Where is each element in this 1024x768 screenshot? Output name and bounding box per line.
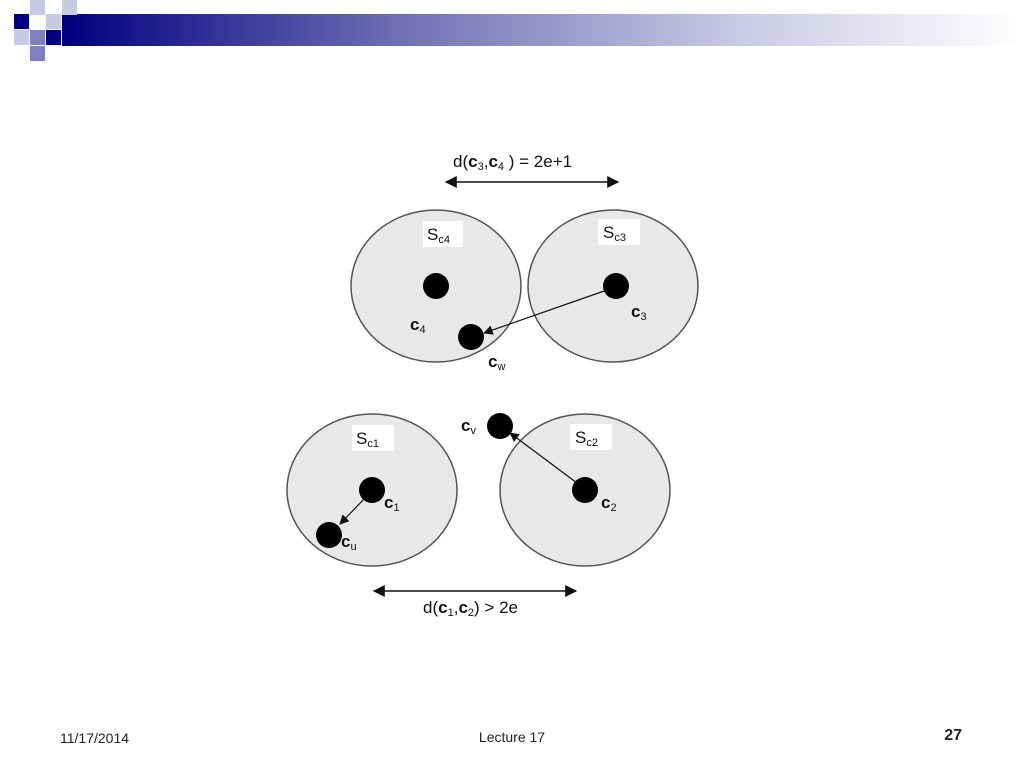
node-cu [316, 522, 342, 548]
arrow-c1-to-cu [339, 497, 366, 525]
set-label-c3: Sc3 [603, 223, 626, 244]
set-label-c4: Sc4 [427, 225, 450, 246]
node-c2 [572, 477, 598, 503]
set-label-c1: Sc1 [356, 429, 379, 450]
set-label-c2: Sc2 [575, 428, 598, 449]
node-label-c1: c1 [384, 493, 400, 514]
banner-square [14, 14, 29, 29]
banner-gradient-bar [62, 14, 1024, 46]
banner-square [30, 30, 45, 45]
node-label-c3: c3 [631, 302, 647, 323]
set-label-box-c3 [598, 219, 640, 245]
node-label-cv: cv [461, 416, 476, 437]
page-number: 27 [944, 727, 962, 744]
top-distance-label: d(c3,c4 ) = 2e+1 [453, 152, 572, 173]
banner-square [14, 30, 29, 45]
header-banner [14, 0, 1024, 61]
bottom-distance-label: d(c1,c2) > 2e [423, 598, 518, 619]
arrow-c2-to-cv [509, 432, 578, 484]
node-label-cw: cw [488, 352, 505, 373]
node-c1 [359, 477, 385, 503]
banner-square [46, 14, 61, 29]
banner-square [62, 0, 77, 15]
node-label-c2: c2 [601, 493, 617, 514]
arrow-c3-to-cw [483, 289, 608, 335]
banner-square [30, 0, 45, 15]
node-label-c4: c4 [410, 315, 426, 336]
banner-square [30, 46, 45, 61]
set-label-box-c4 [423, 221, 463, 247]
node-cw [458, 324, 484, 350]
footer-title: Lecture 17 [478, 729, 546, 745]
node-c4 [423, 273, 449, 299]
set-label-box-c1 [352, 425, 394, 451]
node-label-cu: cu [341, 532, 357, 553]
footer-date: 11/17/2014 [60, 730, 130, 746]
node-cv [487, 413, 513, 439]
node-c3 [603, 273, 629, 299]
set-label-box-c2 [570, 424, 612, 450]
banner-square [46, 30, 61, 45]
